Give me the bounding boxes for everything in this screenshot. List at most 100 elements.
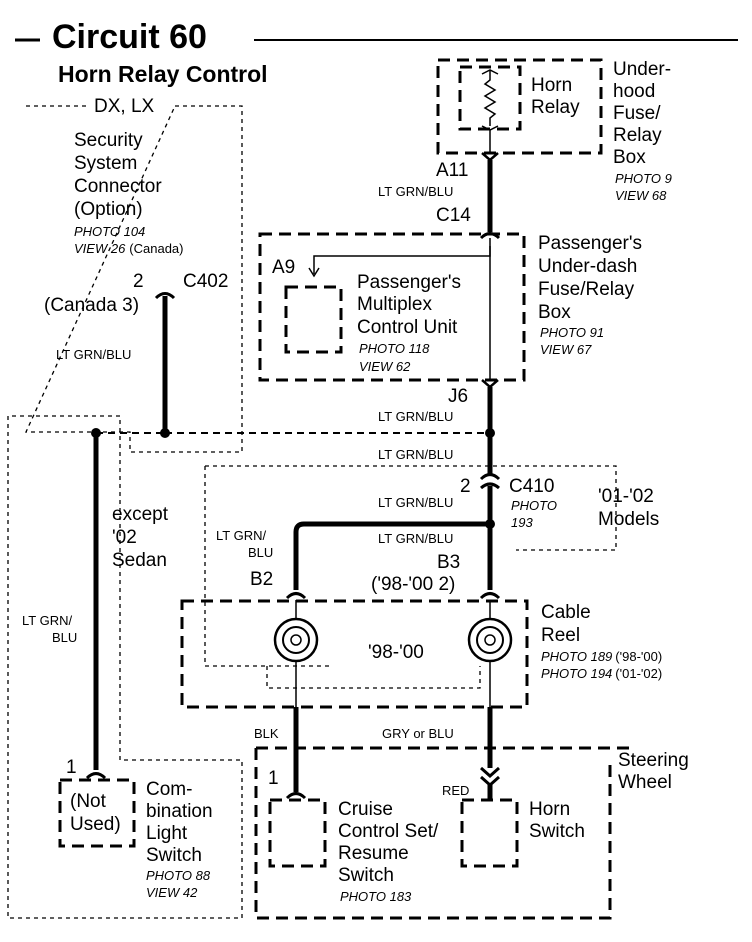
wire-j6-label: LT GRN/BLU xyxy=(378,409,453,424)
security-photo: PHOTO 104 xyxy=(74,224,145,239)
cable-reel-label-2: Reel xyxy=(541,625,580,646)
horn-switch-box xyxy=(460,798,519,868)
wire-blk-label: BLK xyxy=(254,726,279,741)
underhood-photo: PHOTO 9 xyxy=(615,171,672,186)
under-dash-label-2: Under-dash xyxy=(538,256,637,277)
models-9800-label: '98-'00 xyxy=(368,642,424,663)
security-view: VIEW 26(Canada) xyxy=(74,241,184,256)
mcu-photo: PHOTO 118 xyxy=(359,341,430,356)
b3-note: ('98-'00 2) xyxy=(371,574,455,595)
connector-c402: C402 xyxy=(183,271,228,292)
cable-reel-coil-right xyxy=(467,617,513,663)
cruise-switch-box xyxy=(268,798,327,868)
cable-reel-photo-2-num: PHOTO 194 xyxy=(541,666,612,681)
cruise-label-1: Cruise xyxy=(338,799,393,820)
relay-coil-icon xyxy=(483,70,497,126)
underhood-view: VIEW 68 xyxy=(615,188,667,203)
mcu-box xyxy=(284,285,343,354)
mcu-label-2: Multiplex xyxy=(357,294,432,315)
combo-label-4: Switch xyxy=(146,845,202,866)
combo-switch-box xyxy=(58,778,136,848)
c402-terminal xyxy=(154,292,176,300)
cruise-label-4: Switch xyxy=(338,865,394,886)
wire-left-label-2: BLU xyxy=(52,630,77,645)
steering-label-1: Steering xyxy=(618,750,689,771)
page-title: Circuit 60 xyxy=(52,18,207,56)
security-view-note: (Canada) xyxy=(129,241,183,256)
connector-c410: C410 xyxy=(509,476,554,497)
security-pin-note: (Canada 3) xyxy=(44,295,139,316)
combo-photo: PHOTO 88 xyxy=(146,868,211,883)
security-label-3: Connector xyxy=(74,176,162,197)
cruise-label-2: Control Set/ xyxy=(338,821,439,842)
cable-reel-label-1: Cable xyxy=(541,602,591,623)
except-02-sedan-region xyxy=(7,415,243,919)
horn-switch-label-1: Horn xyxy=(529,799,570,820)
mcu-label-1: Passenger's xyxy=(357,272,461,293)
models-0102-label-1: '01-'02 xyxy=(598,486,654,507)
combo-not-used-1: (Not xyxy=(70,791,107,812)
models-0102-label-2: Models xyxy=(598,509,659,530)
security-view-num: VIEW 26 xyxy=(74,241,126,256)
page-subtitle: Horn Relay Control xyxy=(58,61,268,87)
under-dash-label-1: Passenger's xyxy=(538,233,642,254)
splice-mid xyxy=(160,428,170,438)
cruise-terminal xyxy=(285,792,307,800)
models-9800-region xyxy=(266,666,481,689)
under-dash-photo: PHOTO 91 xyxy=(540,325,604,340)
c410-terminal-bottom xyxy=(479,473,501,481)
connector-b2: B2 xyxy=(250,569,273,590)
cable-reel-photo-2-note: ('01-'02) xyxy=(615,666,662,681)
cable-reel-box xyxy=(180,599,529,709)
except-label-2: '02 xyxy=(112,527,137,548)
a9-label: A9 xyxy=(272,257,295,278)
horn-relay-label-1: Horn xyxy=(531,75,572,96)
connector-j6: J6 xyxy=(448,386,468,407)
wire-splice-label: LT GRN/BLU xyxy=(378,447,453,462)
combo-label-1: Com- xyxy=(146,779,192,800)
cable-reel-photo-1-note: ('98-'00) xyxy=(615,649,662,664)
cable-reel-photo-1-num: PHOTO 189 xyxy=(541,649,612,664)
combo-terminal xyxy=(85,772,107,780)
wire-red-label: RED xyxy=(442,783,469,798)
cable-reel-photo-1: PHOTO 189('98-'00) xyxy=(541,649,662,664)
wire-b2-label-2: BLU xyxy=(248,545,273,560)
cruise-label-3: Resume xyxy=(338,843,409,864)
models-0102-region xyxy=(204,465,617,667)
combo-pin: 1 xyxy=(66,757,77,778)
c410-terminal-top xyxy=(480,482,500,490)
a9-arrow xyxy=(308,267,320,278)
security-label-4: (Option) xyxy=(74,199,143,220)
wire-b3-label: LT GRN/BLU xyxy=(378,531,453,546)
except-label-3: Sedan xyxy=(112,550,167,571)
dx-lx-label: DX, LX xyxy=(94,96,155,117)
c410-pin: 2 xyxy=(460,476,471,497)
c410-photo: PHOTO xyxy=(511,498,557,513)
underhood-label-5: Box xyxy=(613,147,646,168)
c410-photo-num: 193 xyxy=(511,515,533,530)
cruise-pin: 1 xyxy=(268,768,279,789)
wire-c410-label: LT GRN/BLU xyxy=(378,495,453,510)
security-label-1: Security xyxy=(74,130,143,151)
wire-left-label-1: LT GRN/ xyxy=(22,613,72,628)
connector-b3: B3 xyxy=(437,552,460,573)
cable-reel-photo-2: PHOTO 194('01-'02) xyxy=(541,666,662,681)
horn-relay-box xyxy=(458,65,522,131)
dx-lx-region xyxy=(24,105,243,453)
splice-right xyxy=(485,428,495,438)
connector-a11: A11 xyxy=(436,160,468,181)
cruise-photo: PHOTO 183 xyxy=(340,889,412,904)
mcu-view: VIEW 62 xyxy=(359,359,411,374)
wire-b2-label-1: LT GRN/ xyxy=(216,528,266,543)
security-wire-label: LT GRN/BLU xyxy=(56,347,131,362)
wire-a11-label: LT GRN/BLU xyxy=(378,184,453,199)
b3-terminal xyxy=(479,592,501,600)
underhood-box xyxy=(436,58,603,155)
underhood-label-2: hood xyxy=(613,81,655,102)
under-dash-label-4: Box xyxy=(538,302,571,323)
cable-reel-coil-left xyxy=(273,617,319,663)
a9-wire xyxy=(313,246,491,274)
connector-c14: C14 xyxy=(436,205,471,226)
combo-label-2: bination xyxy=(146,801,213,822)
